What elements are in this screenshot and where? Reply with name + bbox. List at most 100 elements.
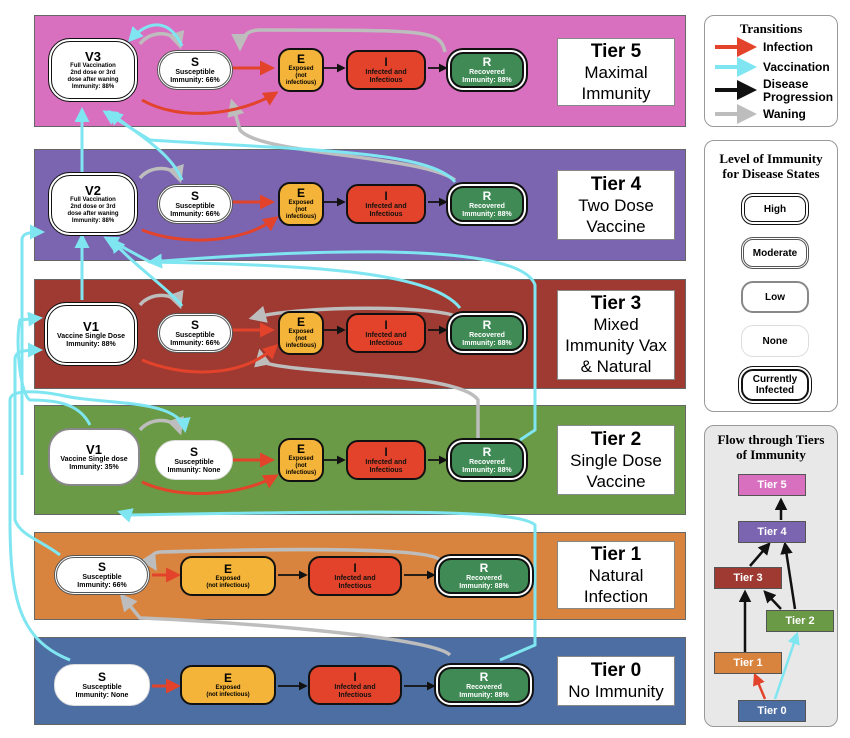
r-line-2: Immunity: 88% (462, 210, 512, 218)
r-letter: R (482, 188, 492, 203)
r-line-1: Recovered (469, 458, 505, 466)
r-line-2: Immunity: 88% (459, 691, 509, 699)
i-line-2: Infectious (338, 691, 372, 699)
tier4-title: Tier 4 (590, 173, 642, 195)
s-line-1: Susceptible (175, 331, 215, 339)
tier4-label: Tier 4 Two Dose Vaccine (557, 170, 675, 240)
i-line-2: Infectious (369, 210, 403, 218)
i-node-tier5: I Infected and Infectious (346, 50, 426, 90)
s-line-2: Immunity: 66% (170, 210, 220, 218)
s-line-2: Immunity: 66% (170, 76, 220, 84)
r-node-tier3: R Recovered Immunity: 88% (450, 315, 524, 351)
v1-letter: V1 (83, 318, 99, 334)
immunity-legend: Level of Immunity for Disease States Hig… (704, 140, 838, 412)
r-line-2: Immunity: 88% (462, 76, 512, 84)
v2-line-3: dose after waning (67, 210, 119, 217)
e-line-2: (not infectious) (206, 582, 250, 589)
flow-panel: Flow through Tiers of Immunity Tier 5 Ti… (704, 425, 838, 727)
v3-line-4: Immunity: 88% (71, 83, 115, 90)
immunity-low: Low (741, 281, 809, 313)
i-letter: I (384, 444, 388, 459)
tier3-desc-2: Immunity Vax (565, 336, 667, 355)
immunity-currently-infected: Currently Infected (741, 369, 809, 401)
legend-arrows (715, 37, 757, 124)
i-line-1: Infected and (365, 458, 407, 466)
e-letter: E (223, 561, 232, 576)
e-line-1: Exposed (288, 66, 314, 72)
tier1-label: Tier 1 Natural Infection (557, 541, 675, 609)
r-node-tier5: R Recovered Immunity: 88% (450, 52, 524, 88)
r-letter: R (482, 54, 492, 69)
e-line-2: (not (295, 207, 307, 213)
s-letter: S (190, 54, 199, 69)
v1-line-2: Immunity: 35% (69, 463, 119, 471)
tier4-desc-2: Vaccine (586, 216, 646, 236)
tier0-desc-1: No Immunity (568, 682, 664, 701)
s-line-1: Susceptible (174, 458, 214, 466)
i-line-2: Infectious (369, 466, 403, 474)
e-node-tier2: E Exposed (not infectious) (278, 438, 324, 482)
v3-letter: V3 (85, 48, 101, 64)
e-letter: E (296, 315, 305, 329)
s-node-tier2: S Susceptible Immunity: None (155, 440, 233, 480)
r-line-2: Immunity: 88% (462, 339, 512, 347)
tier1-desc-1: Natural (588, 565, 644, 585)
legend-progression-label: Disease Progression (763, 77, 834, 104)
i-line-1: Infected and (334, 683, 376, 691)
i-line-1: Infected and (334, 574, 376, 582)
e-line-2: (not (295, 463, 307, 469)
e-node-tier1: E Exposed (not infectious) (180, 556, 276, 596)
s-line-2: Immunity: 66% (170, 339, 220, 347)
flow-arrow-tier3-tier4 (749, 542, 771, 567)
flow-node-tier0: Tier 0 (738, 700, 806, 722)
r-line-1: Recovered (466, 574, 502, 582)
s-node-tier4: S Susceptible Immunity: 66% (157, 184, 233, 224)
tier3-title: Tier 3 (590, 293, 642, 314)
tier3-desc-1: Mixed (593, 315, 639, 334)
tier1-desc-2: Infection (583, 586, 649, 606)
e-node-tier0: E Exposed (not infectious) (180, 665, 276, 705)
e-line-2: (not (295, 73, 307, 79)
immunity-none: None (741, 325, 809, 357)
tier5-desc-1: Maximal (584, 62, 648, 82)
s-line-1: Susceptible (175, 202, 215, 210)
tier3-label: Tier 3 Mixed Immunity Vax & Natural (557, 290, 675, 380)
tier2-title: Tier 2 (590, 428, 642, 450)
s-line-1: Susceptible (82, 683, 122, 691)
i-node-tier4: I Infected and Infectious (346, 184, 426, 224)
e-letter: E (223, 670, 232, 685)
v2-line-2: 2nd dose or 3rd (70, 203, 116, 210)
flow-arrow-tier2-tier4 (780, 541, 797, 610)
i-letter: I (384, 54, 388, 69)
e-line-2: (not infectious) (206, 691, 250, 698)
legend-waning-label: Waning (763, 107, 806, 121)
s-line-1: Susceptible (82, 573, 122, 581)
r-line-1: Recovered (469, 331, 505, 339)
r-node-tier0: R Recovered Immunity: 88% (438, 667, 530, 703)
v1-line-2: Immunity: 88% (66, 340, 116, 348)
r-node-tier2: R Recovered Immunity: 88% (450, 442, 524, 478)
v2-node: V2 Full Vaccination 2nd dose or 3rd dose… (48, 172, 138, 236)
i-line-2: Infectious (338, 582, 372, 590)
e-letter: E (296, 52, 305, 66)
v1-line-1: Vaccine Single dose (60, 455, 128, 463)
e-line-2: (not (295, 336, 307, 342)
v3-line-2: 2nd dose or 3rd (70, 69, 116, 76)
flow-arrow-tier0-tier2 (773, 631, 800, 700)
e-node-tier4: E Exposed (not infectious) (278, 182, 324, 226)
tier2-desc-2: Vaccine (586, 471, 646, 491)
s-node-tier5: S Susceptible Immunity: 66% (157, 50, 233, 90)
s-letter: S (189, 444, 198, 459)
r-letter: R (479, 669, 489, 684)
v3-line-3: dose after waning (67, 76, 119, 83)
e-line-1: Exposed (288, 456, 314, 462)
i-letter: I (353, 669, 357, 684)
v3-node: V3 Full Vaccination 2nd dose or 3rd dose… (48, 38, 138, 102)
s-node-tier0: S Susceptible Immunity: None (54, 664, 150, 706)
v2-letter: V2 (85, 182, 101, 198)
v3-line-1: Full Vaccination (70, 62, 116, 69)
i-line-1: Infected and (365, 331, 407, 339)
r-letter: R (482, 317, 492, 332)
v1-node-tier2: V1 Vaccine Single dose Immunity: 35% (48, 428, 140, 486)
flow-node-tier1: Tier 1 (714, 652, 782, 674)
